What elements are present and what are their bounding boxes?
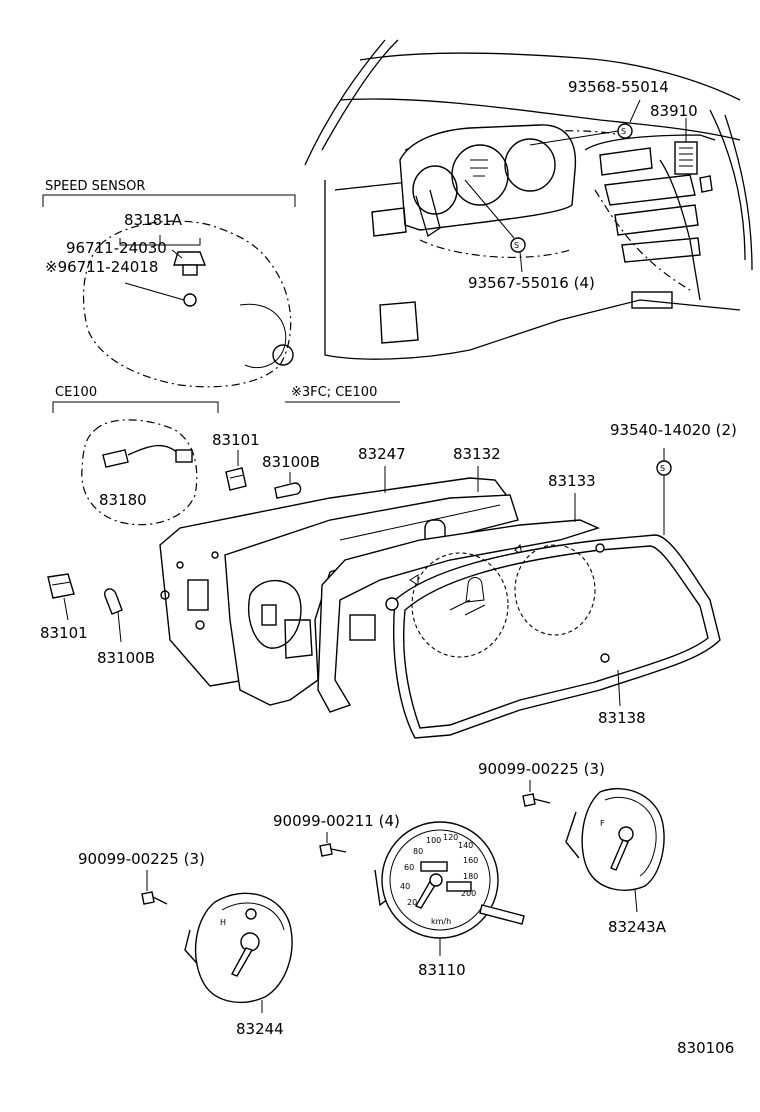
clip-symbol-lens: S <box>660 464 665 473</box>
clip-symbol-upper: S <box>621 127 626 136</box>
label-96711-24030: 96711-24030 <box>66 239 167 257</box>
socket-83101-top <box>225 467 247 491</box>
lens-83138 <box>385 534 721 739</box>
label-83101-left: 83101 <box>40 624 88 642</box>
label-90099-00211: 90099-00211 (4) <box>273 812 400 830</box>
label-93568-55014: 93568-55014 <box>568 78 669 96</box>
ce100-bracket <box>52 401 219 413</box>
transmission-illustration <box>82 220 294 388</box>
speedo-unit: km/h <box>431 917 451 926</box>
speedo-tick-80: 80 <box>413 847 423 856</box>
cluster-plate-83133 <box>317 519 600 713</box>
fuel-gauge-83243a: F <box>565 787 665 891</box>
bulb-83100b-left <box>104 588 123 615</box>
label-96711-24018: ※96711-24018 <box>45 258 158 276</box>
label-83110: 83110 <box>418 961 466 979</box>
speedo-tick-40: 40 <box>400 882 410 891</box>
section-title-speed-sensor: SPEED SENSOR <box>45 179 145 194</box>
label-93540-14020: 93540-14020 (2) <box>610 421 737 439</box>
section-note-3fc-ce100: ※3FC; CE100 <box>291 385 377 400</box>
speedo-tick-200: 200 <box>461 889 476 898</box>
label-83138: 83138 <box>598 709 646 727</box>
clip-symbol-lower: S <box>514 241 519 250</box>
speedo-tick-180: 180 <box>463 872 478 881</box>
bulb-83100b-top <box>274 482 302 499</box>
label-83244: 83244 <box>236 1020 284 1038</box>
label-90099-00225-left: 90099-00225 (3) <box>78 850 205 868</box>
temp-gauge-83244: H <box>184 892 293 1004</box>
speedo-tick-120: 120 <box>443 833 458 842</box>
label-83100b-top: 83100B <box>262 453 320 471</box>
label-90099-00225-right: 90099-00225 (3) <box>478 760 605 778</box>
fuel-mark-f: F <box>600 819 605 828</box>
drawing-number: 830106 <box>677 1039 734 1057</box>
label-83181a-bracket <box>119 235 201 246</box>
label-83180: 83180 <box>99 491 147 509</box>
speedo-tick-20: 20 <box>407 898 417 907</box>
speedometer-83110: 20 40 60 80 100 120 140 160 180 200 km/h <box>374 821 525 939</box>
screw-90099-00225-left <box>141 891 168 905</box>
label-83247: 83247 <box>358 445 406 463</box>
label-93567-55016: 93567-55016 (4) <box>468 274 595 292</box>
socket-83101-left <box>47 573 75 599</box>
label-83100b-left: 83100B <box>97 649 155 667</box>
speed-sensor-part <box>124 251 207 307</box>
speedo-tick-60: 60 <box>404 863 414 872</box>
speedo-tick-160: 160 <box>463 856 478 865</box>
label-83132: 83132 <box>453 445 501 463</box>
label-83910: 83910 <box>650 102 698 120</box>
label-83133: 83133 <box>548 472 596 490</box>
label-83181a: 83181A <box>124 211 183 229</box>
screw-90099-00225-right <box>522 793 551 807</box>
section-title-ce100: CE100 <box>55 385 97 400</box>
speedo-tick-100: 100 <box>426 836 441 845</box>
dashboard-illustration: S S <box>304 39 753 360</box>
screw-90099-00211 <box>319 843 347 857</box>
speed-sensor-bracket <box>42 194 296 207</box>
temp-mark-h: H <box>220 918 226 927</box>
ce100-harness-part <box>81 419 198 526</box>
label-83243a: 83243A <box>608 918 667 936</box>
label-83101-top: 83101 <box>212 431 260 449</box>
cluster-case-83132 <box>224 494 519 706</box>
speedo-tick-140: 140 <box>458 841 473 850</box>
